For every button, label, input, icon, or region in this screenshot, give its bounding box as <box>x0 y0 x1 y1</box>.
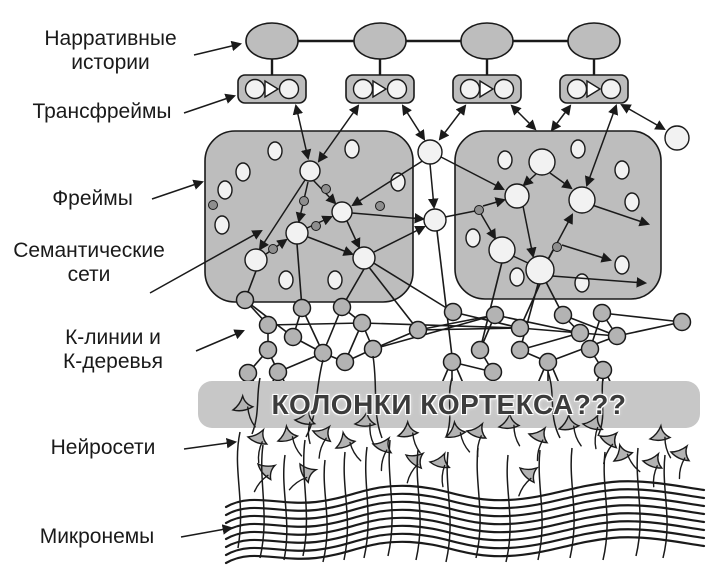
label-narrative-stories: Нарративные истории <box>44 27 177 74</box>
label-arrows <box>149 40 263 538</box>
between-frame-nodes <box>417 125 690 240</box>
cortex-columns-banner-text: КОЛОНКИ КОРТЕКСА??? <box>271 388 627 420</box>
frame-right <box>454 130 662 300</box>
semantic-network-left <box>244 159 426 272</box>
narrative-ellipses <box>245 22 621 76</box>
label-micronemes: Микронемы <box>39 525 155 548</box>
frame-left <box>204 130 414 303</box>
transframe-boxes <box>237 74 629 104</box>
label-frames: Фреймы <box>52 187 133 210</box>
label-neural-nets: Нейросети <box>50 436 156 459</box>
label-klines-ktrees: К-линии и К-деревья <box>63 326 163 373</box>
label-transframes: Трансфреймы <box>32 100 172 123</box>
semantic-network-right <box>488 148 650 288</box>
transframe-arrows <box>292 103 666 187</box>
label-semantic-networks: Семантические сети <box>13 239 165 286</box>
microneme-waves <box>224 480 706 565</box>
kline-network <box>235 230 692 394</box>
